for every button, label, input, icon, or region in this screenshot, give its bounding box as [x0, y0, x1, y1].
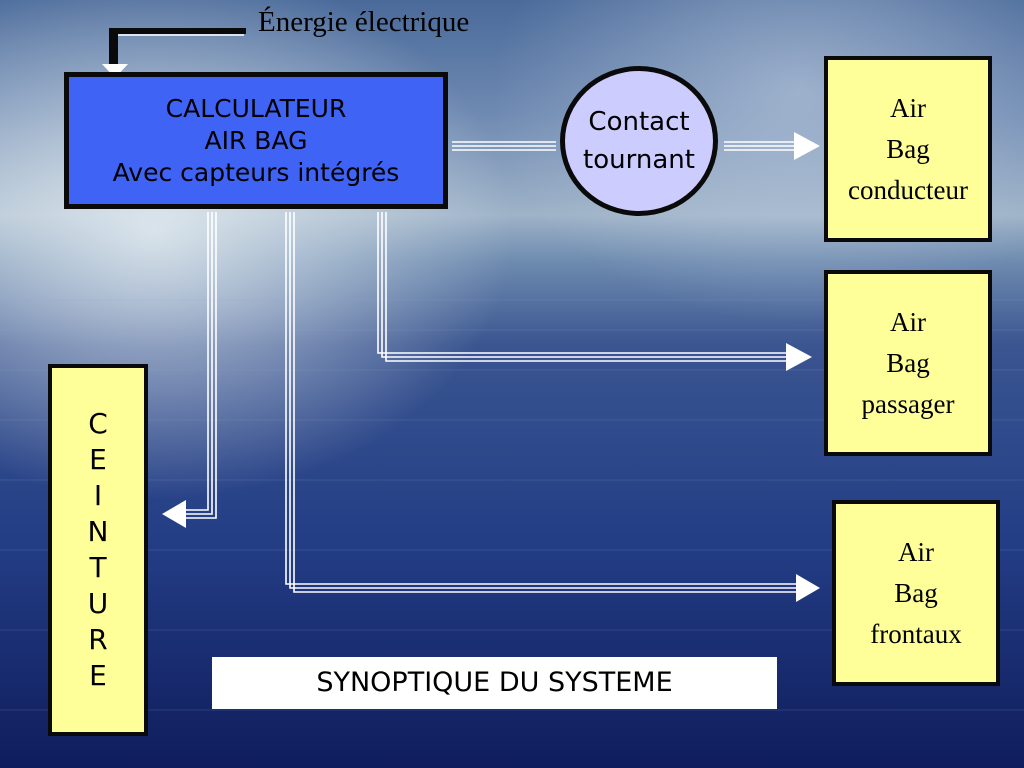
airbag-conducteur-line-2: Bag	[886, 133, 930, 164]
contact-line-2: tournant	[583, 145, 695, 175]
arrow-head-passenger	[786, 343, 812, 371]
airbag-conducteur-box: Air Bag conducteur	[824, 56, 992, 242]
airbag-frontaux-line-3: frontaux	[870, 618, 962, 649]
arrow-head-driver	[794, 132, 820, 160]
airbag-frontaux-line-1: Air	[898, 536, 934, 567]
contact-line-1: Contact	[588, 107, 690, 137]
energy-wire	[112, 30, 244, 64]
arrow-head-down-energy	[102, 64, 128, 78]
calc-to-belt-wire	[186, 212, 217, 519]
arrow-head-belt	[162, 500, 186, 528]
calculator-line-3: Avec capteurs intégrés	[112, 157, 400, 187]
calc-to-contact-wire	[452, 141, 556, 151]
ceinture-letter: U	[87, 587, 109, 620]
airbag-conducteur-line-1: Air	[890, 92, 926, 123]
airbag-frontaux-box: Air Bag frontaux	[832, 500, 1000, 686]
ceinture-letter: I	[93, 479, 103, 512]
ceinture-letter: E	[89, 443, 107, 476]
airbag-frontaux-line-2: Bag	[894, 577, 938, 608]
airbag-passager-box: Air Bag passager	[824, 270, 992, 456]
energy-label: Énergie électrique	[258, 6, 470, 38]
airbag-conducteur-line-3: conducteur	[848, 174, 968, 205]
airbag-passager-line-1: Air	[890, 306, 926, 337]
calculator-line-1: CALCULATEUR	[165, 93, 347, 123]
energy-drop-black	[109, 28, 118, 64]
ceinture-letter: R	[88, 623, 108, 656]
calculator-line-2: AIR BAG	[204, 125, 308, 155]
ceinture-letter: E	[89, 659, 107, 692]
arrow-head-frontal	[796, 574, 820, 602]
calc-to-passenger-wire	[377, 212, 786, 362]
airbag-passager-line-2: Bag	[886, 347, 930, 378]
ceinture-letter: T	[89, 551, 107, 584]
synoptique-title: SYNOPTIQUE DU SYSTEME	[212, 657, 777, 709]
airbag-passager-line-3: passager	[861, 388, 955, 419]
energy-line-black	[112, 28, 246, 34]
calculator-box: CALCULATEUR AIR BAG Avec capteurs intégr…	[64, 72, 448, 209]
contact-to-driver-wire	[724, 141, 796, 151]
ceinture-letter: C	[88, 407, 108, 440]
ceinture-box: C E I N T U R E	[48, 364, 148, 736]
ceinture-letter: N	[87, 515, 109, 548]
contact-tournant-circle: Contact tournant	[560, 66, 718, 216]
calc-to-frontal-wire	[285, 212, 796, 593]
